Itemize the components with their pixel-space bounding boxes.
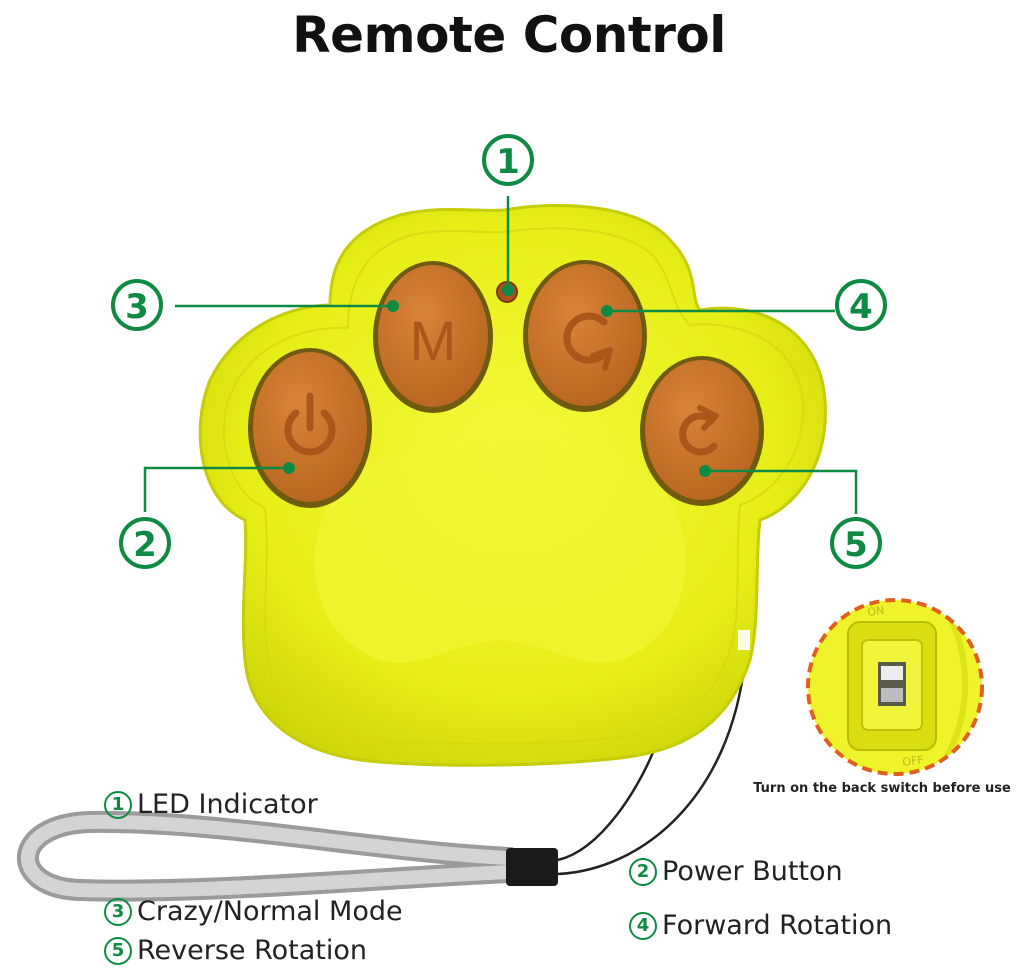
svg-text:3: 3 bbox=[125, 287, 149, 327]
strap-clip bbox=[506, 848, 558, 886]
legend-number: 2 bbox=[629, 857, 657, 886]
switch-caption: Turn on the back switch before use bbox=[753, 781, 1011, 796]
legend-item-power: 2 Power Button bbox=[629, 856, 843, 887]
svg-text:4: 4 bbox=[849, 287, 873, 327]
callout-lines bbox=[143, 196, 858, 514]
switch-off-label: OFF bbox=[902, 753, 925, 769]
svg-text:1: 1 bbox=[496, 142, 520, 182]
legend-label: Crazy/Normal Mode bbox=[137, 896, 403, 927]
callout-dots bbox=[283, 284, 711, 477]
paw-remote-body bbox=[198, 203, 827, 767]
legend-item-forward: 4 Forward Rotation bbox=[629, 910, 892, 941]
callout-1: 1 bbox=[482, 134, 534, 186]
callout-5: 5 bbox=[830, 517, 882, 569]
mode-button-letter: M bbox=[410, 309, 457, 372]
legend-label: Forward Rotation bbox=[662, 910, 893, 941]
svg-text:5: 5 bbox=[844, 525, 868, 565]
legend-item-mode: 3 Crazy/Normal Mode bbox=[104, 896, 403, 927]
reverse-rotation-button[interactable] bbox=[640, 356, 764, 506]
switch-on-label: ON bbox=[867, 604, 886, 619]
lanyard-strap bbox=[16, 659, 747, 902]
mode-button[interactable]: M bbox=[373, 261, 493, 413]
callout-2: 2 bbox=[119, 517, 171, 569]
legend-number: 1 bbox=[104, 790, 132, 819]
legend-number: 4 bbox=[629, 911, 657, 940]
legend-label: LED Indicator bbox=[137, 789, 318, 820]
legend-item-led: 1 LED Indicator bbox=[104, 789, 318, 820]
legend-number: 5 bbox=[104, 936, 132, 965]
page-title: Remote Control bbox=[292, 6, 726, 64]
rotate-clockwise-icon bbox=[563, 312, 613, 371]
callout-4: 4 bbox=[835, 279, 887, 331]
legend-label: Power Button bbox=[662, 856, 843, 887]
legend-number: 3 bbox=[104, 897, 132, 926]
legend-label: Reverse Rotation bbox=[137, 935, 368, 966]
svg-text:2: 2 bbox=[133, 525, 157, 565]
power-icon bbox=[284, 392, 336, 456]
power-button[interactable] bbox=[248, 348, 372, 508]
legend-item-reverse: 5 Reverse Rotation bbox=[104, 935, 367, 966]
forward-rotation-button[interactable] bbox=[523, 260, 647, 412]
rotate-counterclockwise-icon bbox=[679, 405, 719, 456]
callout-3: 3 bbox=[111, 279, 163, 331]
back-switch-detail: ON OFF bbox=[806, 598, 984, 776]
